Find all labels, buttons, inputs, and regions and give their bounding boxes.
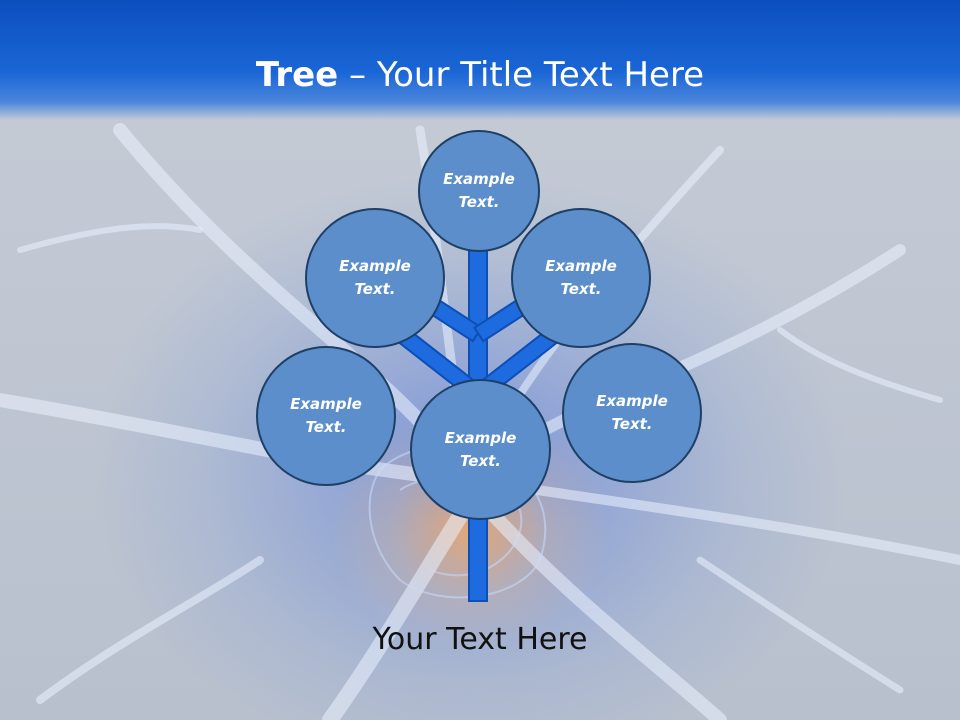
title-bar — [0, 0, 960, 120]
node-lower-right-text: Example Text. — [596, 392, 668, 433]
title-bold: Tree — [255, 55, 339, 95]
node-lower-right[interactable]: Example Text. — [562, 343, 702, 483]
node-upper-right-text: Example Text. — [545, 257, 617, 298]
node-upper-left[interactable]: Example Text. — [305, 208, 445, 348]
slide-title: Tree – Your Title Text Here — [0, 52, 960, 98]
node-center-text: Example Text. — [444, 428, 517, 470]
node-lower-left[interactable]: Example Text. — [256, 346, 396, 486]
node-upper-left-text: Example Text. — [339, 257, 411, 298]
node-top[interactable]: Example Text. — [418, 130, 540, 252]
caption-text: Your Text Here — [372, 622, 588, 657]
node-top-text: Example Text. — [443, 170, 515, 211]
node-upper-right[interactable]: Example Text. — [511, 208, 651, 348]
node-center[interactable]: Example Text. — [410, 379, 551, 520]
node-lower-left-text: Example Text. — [290, 395, 362, 436]
title-rest: – Your Title Text Here — [338, 55, 705, 95]
